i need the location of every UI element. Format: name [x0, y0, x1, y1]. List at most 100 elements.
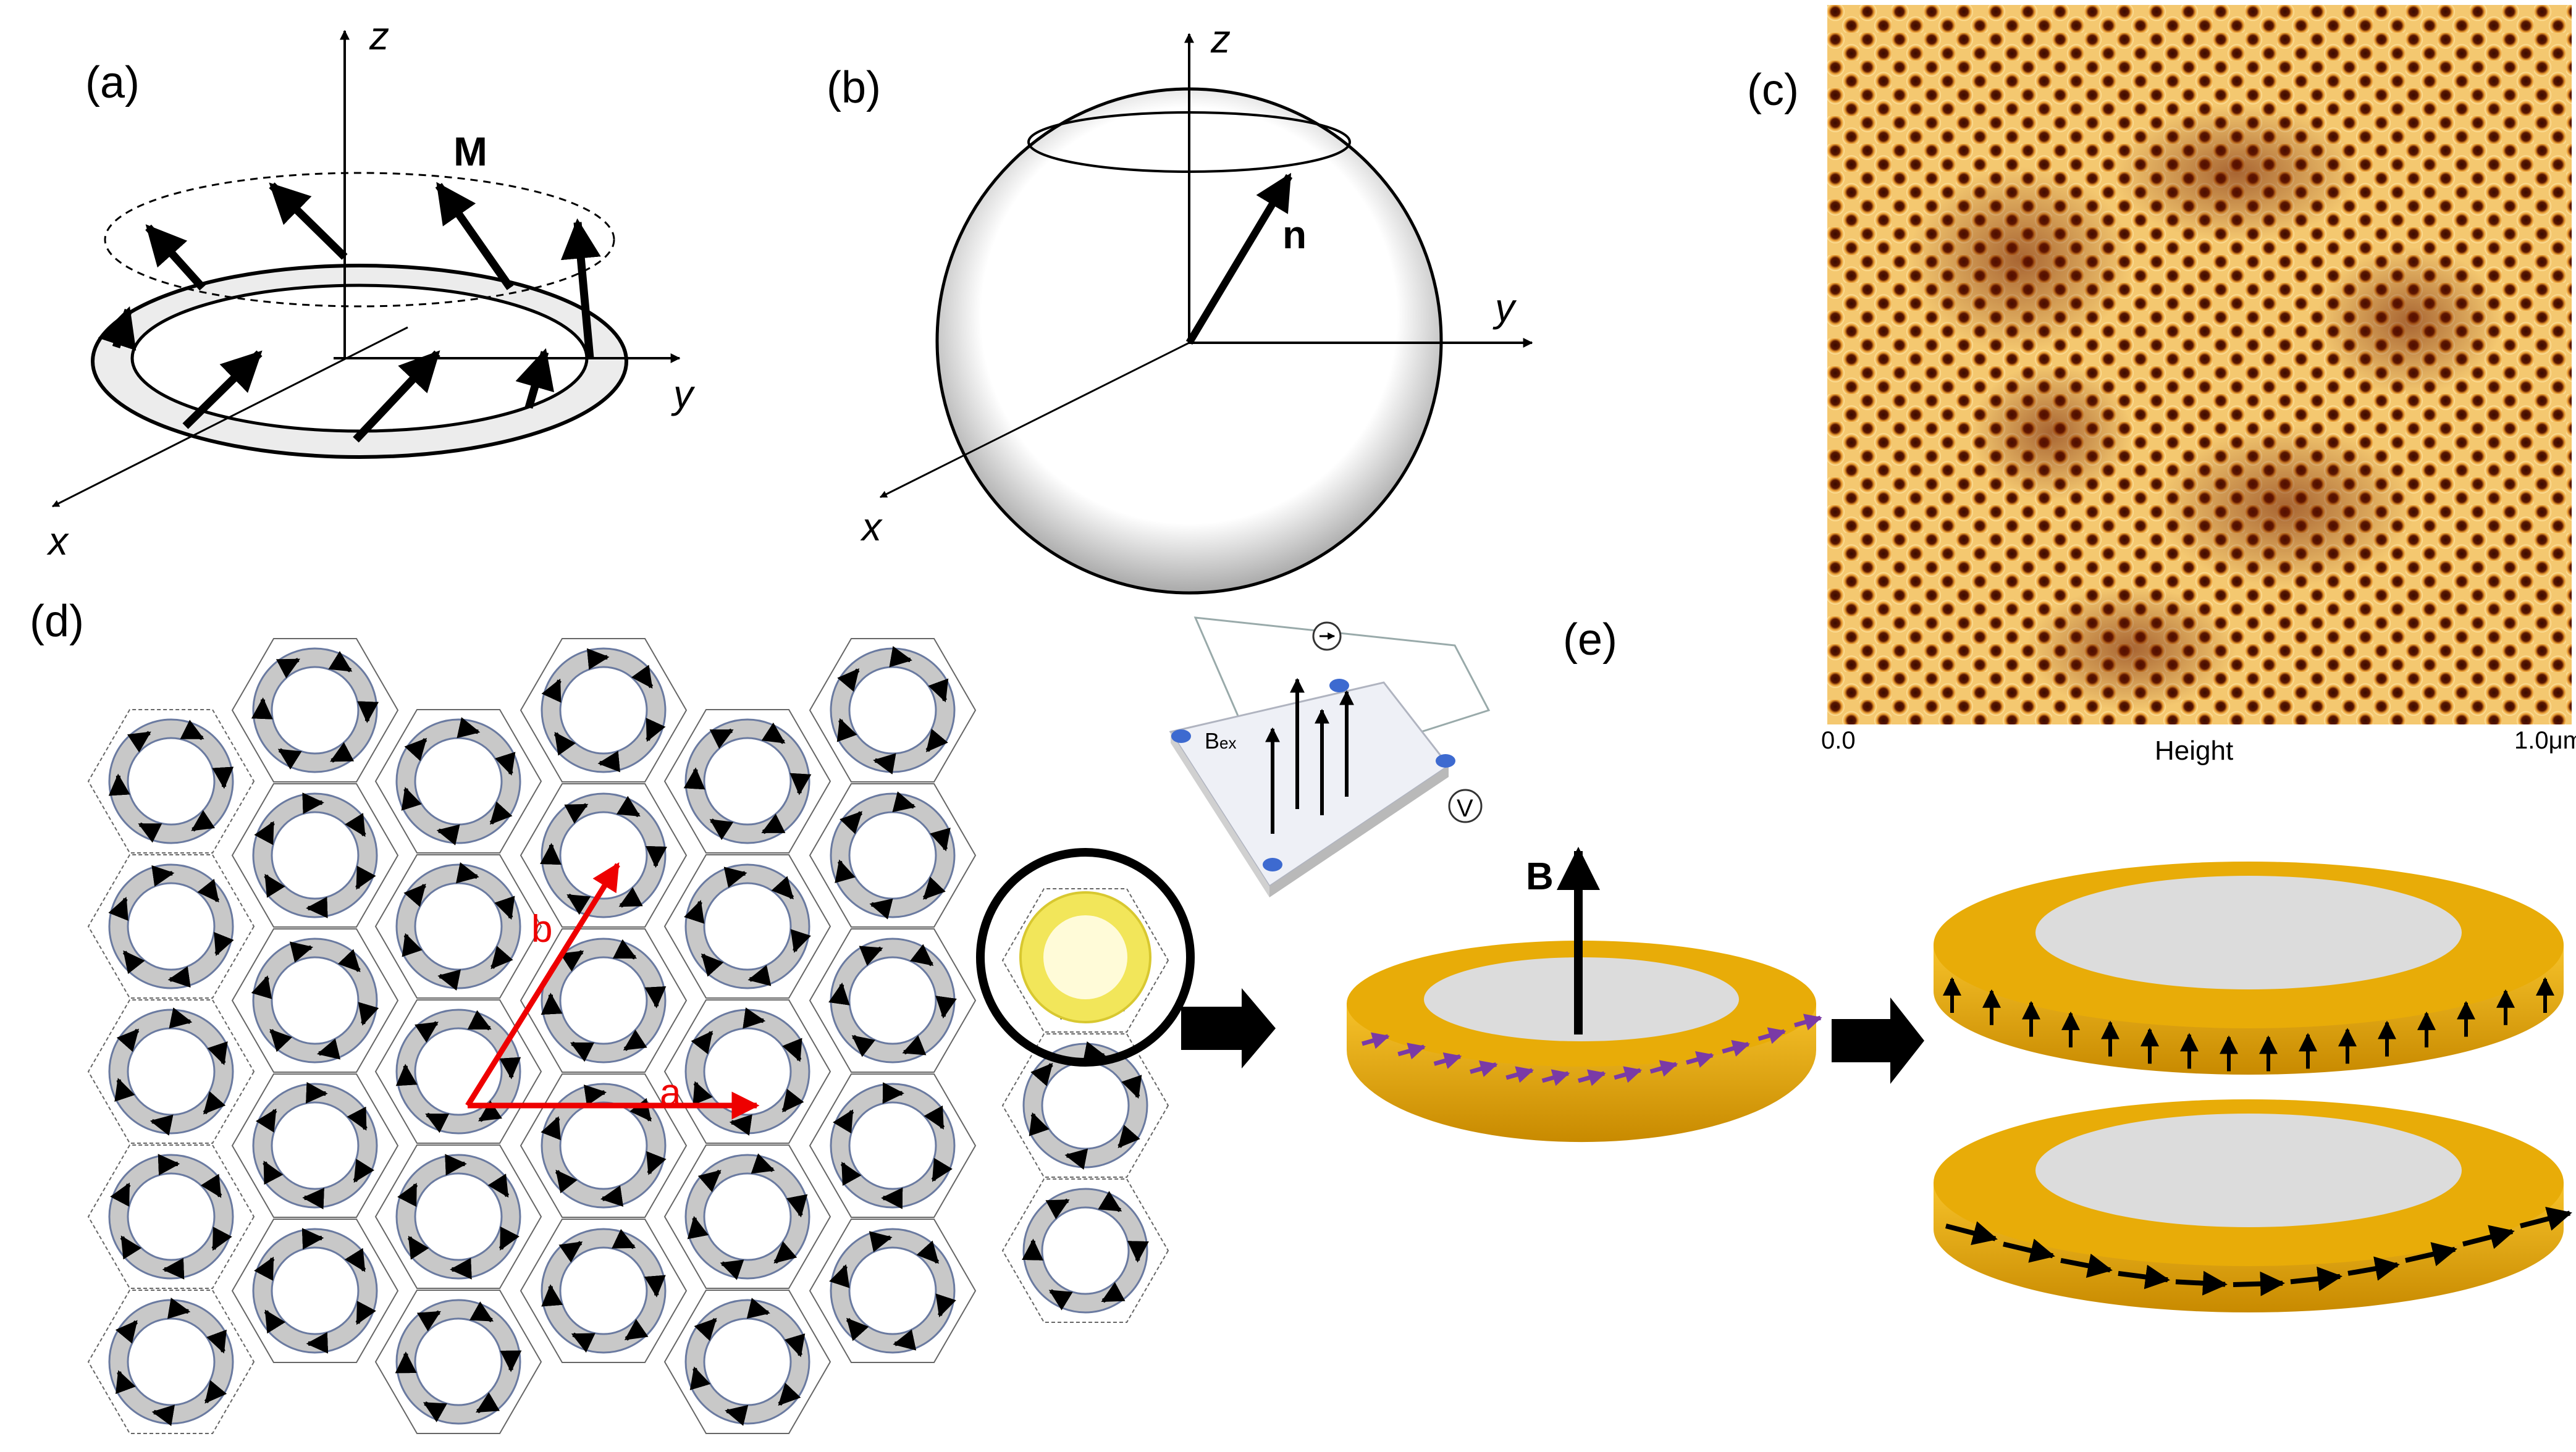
measurement-inset: V Bex [1169, 616, 1491, 897]
cell-core [559, 956, 648, 1045]
cell-moment-arrow [782, 1038, 802, 1062]
cell-moment-arrow [1048, 1289, 1073, 1311]
cell-moment-arrow [570, 1041, 595, 1062]
cell-moment-arrow [539, 842, 562, 865]
cell-core [703, 1027, 792, 1116]
edge-current-arrow [1433, 1052, 1462, 1069]
vector-label-n: n [1282, 212, 1307, 257]
cell-moment-arrow [254, 1256, 275, 1281]
cell-moment-arrow [909, 944, 934, 967]
voltmeter-icon [1448, 789, 1483, 823]
cell-moment-arrow [167, 1298, 191, 1319]
field-label-b: B [1205, 728, 1219, 753]
cell-moment-arrow [771, 876, 794, 900]
cell-core [127, 1317, 216, 1406]
cell-moment-arrow [203, 1091, 226, 1115]
panel-b: (b) z y x n [827, 17, 1533, 595]
cell-moment-arrow [127, 731, 151, 753]
cell-moment-arrow [701, 953, 724, 977]
lattice-cell [87, 1144, 255, 1289]
cell-moment-arrow [541, 1284, 563, 1307]
cell-moment-arrow [725, 1404, 749, 1426]
cell-moment-arrow [499, 1057, 521, 1080]
moment-arrow [435, 182, 514, 290]
cell-moment-arrow [149, 1114, 174, 1136]
cell-moment-arrow [469, 1301, 494, 1322]
moment-arrow [182, 350, 263, 429]
cell-moment-arrow [138, 822, 162, 843]
cell-moment-arrow [404, 737, 427, 762]
cell-moment-arrow [437, 969, 461, 991]
cell-moment-arrow [836, 718, 857, 742]
disk-hole [2035, 876, 2462, 989]
sample-edge [1269, 766, 1449, 897]
afm-dark-domains [1909, 105, 2502, 710]
cell-moment-arrow [840, 1162, 862, 1186]
moment-arrow [515, 348, 554, 409]
lattice-cell [663, 1144, 831, 1289]
cell-moment-arrow [1029, 1112, 1050, 1136]
cell-moment-arrow [1127, 1241, 1149, 1263]
lattice-cell [374, 999, 542, 1144]
cell-core [559, 666, 648, 755]
disk-inplane-moments [1934, 1099, 2572, 1312]
cell-moment-arrow [851, 1034, 876, 1057]
cell-moment-arrow [397, 1183, 418, 1207]
moment-arrow [353, 350, 440, 443]
inplane-moment-arrow [2118, 1264, 2170, 1290]
lattice-cell [374, 1290, 542, 1434]
cell-moment-arrow [212, 766, 234, 789]
disk-applied-field: B [1347, 847, 1822, 1143]
cell-moment-arrow [869, 898, 893, 920]
cell-moment-arrow [197, 878, 220, 903]
cell-core [271, 956, 360, 1045]
cell-moment-arrow [289, 941, 314, 963]
edge-current-arrow [1397, 1043, 1426, 1060]
cell-moment-arrow [416, 1310, 441, 1332]
cell-moment-arrow [631, 665, 654, 689]
disk-hole [2035, 1114, 2462, 1227]
lattice-cell [1001, 1033, 1169, 1178]
cell-moment-arrow [301, 1228, 324, 1250]
contact-pad-icon [1436, 754, 1455, 768]
cell-core [1041, 1206, 1130, 1295]
cell-moment-arrow [555, 1169, 578, 1194]
cell-moment-arrow [935, 996, 957, 1019]
panel-label-d: (d) [30, 597, 84, 646]
cell-moment-arrow [747, 965, 772, 986]
axis-label-z: z [1210, 17, 1231, 61]
edge-current-arrow [1686, 1051, 1714, 1068]
moment-arrow [98, 306, 137, 351]
vertical-moment-arrows [1943, 977, 2554, 1072]
cell-moment-arrow [616, 795, 641, 818]
cell-moment-arrow [773, 1241, 798, 1264]
edge-current-arrow [1541, 1069, 1570, 1086]
edge-current-arrow [1362, 1032, 1390, 1049]
cell-moment-arrow [347, 1106, 368, 1131]
cell-core [848, 811, 937, 900]
cell-moment-arrow [206, 1329, 227, 1354]
cell-moment-arrow [353, 1159, 375, 1183]
cell-moment-arrow [694, 1317, 717, 1341]
cell-moment-arrow [837, 668, 860, 692]
inplane-moment-arrow [2175, 1270, 2228, 1296]
axis-label-z: z [369, 14, 389, 58]
cell-moment-arrow [467, 1010, 492, 1031]
inplane-moment-arrow [2347, 1256, 2400, 1281]
scale-end: 1.0μm [2514, 727, 2576, 754]
cell-moment-arrow [751, 1153, 775, 1174]
cell-moment-arrow [687, 1215, 709, 1240]
cell-core [1041, 1061, 1130, 1150]
lattice-cell [1001, 1178, 1169, 1323]
inplane-moment-arrow [1945, 1221, 1998, 1246]
vector-label-a: a [660, 1072, 681, 1114]
inplane-moment-arrow [2003, 1238, 2055, 1263]
cell-core [848, 1101, 937, 1190]
lattice-cell [87, 999, 255, 1144]
vector-label-b: b [531, 908, 552, 951]
cell-moment-arrow [646, 718, 666, 742]
cell-moment-arrow [116, 1370, 136, 1395]
edge-current-arrow [1722, 1039, 1751, 1057]
cell-moment-arrow [423, 1401, 448, 1422]
